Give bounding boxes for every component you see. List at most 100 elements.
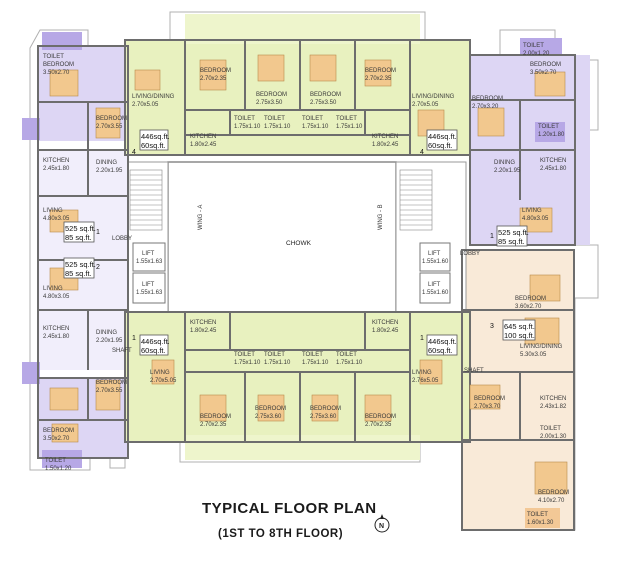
lift-dim: 1.55x1.60 [422, 290, 449, 296]
room-name: LIVING [150, 370, 170, 376]
lift-shafts [132, 242, 451, 304]
area-tag-right-lower-b: 100 sq.ft. [504, 331, 535, 340]
area-tag-top-left: 446sq.ft. 60sq.ft. [139, 129, 170, 151]
room-name: BEDROOM [530, 62, 561, 68]
area-tag-top-right-b: 60sq.ft. [428, 141, 453, 150]
room-dim: 2.75x3.60 [310, 414, 337, 420]
room-name: BEDROOM [43, 62, 74, 68]
area-tag-left-upper-a: 525 sq.ft. [65, 224, 96, 233]
room-dim: 1.80x2.45 [372, 328, 399, 334]
room-name: KITCHEN [372, 134, 398, 140]
room-dim: 2.70x3.20 [472, 104, 499, 110]
unit-number-top-left: 4 [132, 149, 136, 156]
area-tag-top-right: 446sq.ft. 60sq.ft. [426, 129, 458, 151]
staircase-left [129, 169, 163, 231]
room-dim: 2.70x2.35 [365, 76, 392, 82]
room-dim: 1.75x1.10 [264, 124, 291, 130]
area-tag-left-lower-b: 85 sq.ft. [65, 269, 92, 278]
room-name: LIVING/DINING [520, 344, 563, 350]
room-name: BEDROOM [538, 490, 569, 496]
room-dim: 2.75x3.60 [255, 414, 282, 420]
area-tag-top-left-a: 446sq.ft. [141, 132, 170, 141]
area-tag-bottom-right-a: 446sq.ft. [428, 337, 457, 346]
room-dim: 4.80x3.05 [522, 216, 549, 222]
room-name: KITCHEN [43, 158, 69, 164]
area-tag-left-upper-b: 85 sq.ft. [65, 233, 92, 242]
area-tag-right-upper: 525 sq.ft. 85 sq.ft. [496, 225, 529, 247]
room-dim: 1.75x1.10 [234, 360, 261, 366]
room-dim: 2.20x1.95 [96, 168, 123, 174]
room-name: DINING [96, 160, 117, 166]
furniture [49, 54, 568, 495]
room-dim: 1.75x1.10 [336, 124, 363, 130]
room-dim: 1.75x1.10 [234, 124, 261, 130]
north-label: N [379, 523, 384, 530]
room-dim: 2.76x5.05 [412, 378, 439, 384]
room-name: TOILET [302, 352, 323, 358]
staircase-right [399, 169, 433, 231]
room-dim: 2.70x5.05 [412, 102, 439, 108]
room-dim: 1.80x2.45 [372, 142, 399, 148]
room-dim: 4.80x3.05 [43, 294, 70, 300]
room-name: TOILET [234, 116, 255, 122]
area-tag-bottom-left-b: 60sq.ft. [141, 346, 166, 355]
north-arrow-icon: N [374, 514, 390, 533]
area-tag-bottom-left-a: 446sq.ft. [141, 337, 170, 346]
right-wing-top-labels: TOILET 2.00x1.20 BEDROOM 3.50x2.70 BEDRO… [472, 43, 567, 222]
room-name: KITCHEN [540, 396, 566, 402]
area-tag-bottom-right-b: 60sq.ft. [428, 346, 453, 355]
room-name: LIVING [43, 286, 63, 292]
room-dim: 3.50x2.70 [43, 436, 70, 442]
room-dim: 1.60x1.30 [527, 520, 554, 526]
room-dim: 2.70x2.35 [200, 422, 227, 428]
room-name: BEDROOM [365, 68, 396, 74]
room-name: KITCHEN [43, 326, 69, 332]
room-dim: 1.80x2.45 [190, 328, 217, 334]
chowk-label: CHOWK [286, 240, 312, 247]
area-tag-right-lower: 645 sq.ft. 100 sq.ft. [502, 319, 536, 341]
shaft-left-label: SHAFT [112, 348, 132, 354]
room-dim: 2.70x5.05 [150, 378, 177, 384]
room-dim: 4.10x2.70 [538, 498, 565, 504]
room-name: BEDROOM [515, 296, 546, 302]
area-tag-left-upper: 525 sq.ft. 85 sq.ft. [63, 221, 96, 243]
room-name: BEDROOM [474, 396, 505, 402]
lobby-right-label: LOBBY [460, 251, 480, 257]
room-name: TOILET [336, 116, 357, 122]
room-name: BEDROOM [43, 428, 74, 434]
area-tag-left-lower-a: 525 sq.ft. [65, 260, 96, 269]
room-name: KITCHEN [190, 320, 216, 326]
unit-numbers: 4 4 1 2 1 3 1 1 [96, 149, 494, 342]
room-dim: 2.20x1.95 [494, 168, 521, 174]
left-wing-labels: TOILET BEDROOM 3.50x2.70 BEDROOM 2.70x3.… [43, 54, 127, 472]
room-dim: 2.75x3.50 [310, 100, 337, 106]
room-name: TOILET [538, 124, 559, 130]
room-dim: 1.75x1.10 [302, 360, 329, 366]
room-dim: 1.50x1.20 [45, 466, 72, 472]
lobby-left-label: LOBBY [112, 236, 132, 242]
area-tag-right-upper-a: 525 sq.ft. [498, 228, 529, 237]
area-tag-bottom-left: 446sq.ft. 60sq.ft. [139, 334, 170, 356]
lift-dim: 1.55x1.63 [136, 259, 163, 265]
lift-label: LIFT [428, 282, 441, 288]
unit-number-right-lower: 3 [490, 323, 494, 330]
room-name: TOILET [523, 43, 544, 49]
lift-dim: 1.55x1.60 [422, 259, 449, 265]
room-dim: 3.60x2.70 [515, 304, 542, 310]
room-name: BEDROOM [310, 92, 341, 98]
lift-dim: 1.55x1.63 [136, 290, 163, 296]
wing-b-label: WING - B [378, 204, 384, 230]
room-dim: 2.20x1.95 [96, 338, 123, 344]
plan-subtitle: (1ST TO 8TH FLOOR) [218, 528, 343, 540]
bottom-block-labels: KITCHEN 1.80x2.45 KITCHEN 1.80x2.45 TOIL… [150, 320, 439, 428]
room-dim: 2.75x3.50 [256, 100, 283, 106]
bottom-block-fill [125, 312, 470, 460]
unit-number-left-lower: 2 [96, 264, 100, 271]
room-name: BEDROOM [310, 406, 341, 412]
unit-number-right-upper: 1 [490, 233, 494, 240]
room-dim: 1.75x1.10 [302, 124, 329, 130]
chowk-area [127, 161, 467, 313]
room-dim: 5.30x3.05 [520, 352, 547, 358]
room-dim: 2.70x2.35 [200, 76, 227, 82]
area-tag-left-lower: 525 sq.ft. 85 sq.ft. [63, 257, 96, 279]
